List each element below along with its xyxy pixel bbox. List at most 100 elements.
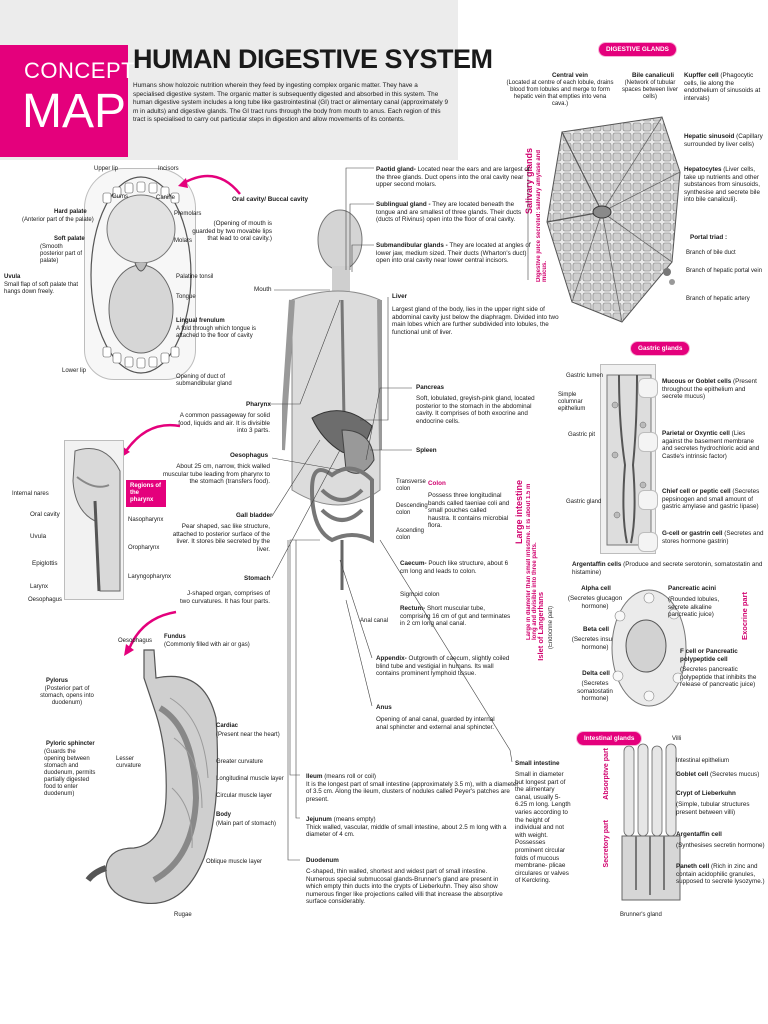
pharynx-label-oesophagus: Oesophagus [28, 597, 63, 603]
intro-paragraph: Humans show holozoic nutrition wherein t… [133, 82, 449, 124]
oral-cavity-desc: (Opening of mouth is guarded by two mova… [192, 220, 272, 243]
anal-canal-label: Anal canal [360, 618, 389, 624]
chief-cell-text: Chief cell or peptic cell (Secretes peps… [662, 488, 760, 511]
pharynx-label-oral-cavity: Oral cavity [30, 511, 60, 518]
concept-label: CONCEPT [24, 58, 136, 83]
paneth-cell-text: Paneth cell (Rich in zinc and contain ac… [676, 863, 765, 886]
hard-palate-label: Hard palate [54, 209, 87, 215]
lesser-curvature-label: Lesser curvature [116, 756, 142, 769]
g-cell-text: G-cell or gastrin cell (Secretes and sto… [662, 530, 764, 545]
pharynx-title: Pharynx [246, 401, 271, 408]
gums-label: Gums [112, 194, 129, 200]
intestinal-glands-pill: Intestinal glands [576, 731, 643, 746]
gastric-glands-pill: Gastric glands [630, 341, 691, 356]
palatine-tonsil-label: Palatine tonsil [176, 274, 214, 280]
duodenum-desc: C-shaped, thin walled, shortest and wide… [306, 868, 503, 906]
tongue-label: Tongue [176, 294, 196, 300]
gastric-gland-label: Gastric gland [566, 499, 602, 505]
colon-part-ascending: Ascending colon [396, 528, 425, 541]
small-intestine-title: Small intestine [515, 760, 560, 767]
stomach-arrow [124, 610, 177, 656]
portal-vein-label: Branch of hepatic portal vein [686, 268, 763, 274]
pharynx-desc: A common passageway for solid food, liqu… [178, 412, 270, 435]
stomach-desc: J-shaped organ, comprises of two curvatu… [180, 590, 270, 605]
lower-lip-label: Lower lip [62, 368, 87, 374]
hepatic-artery-label: Branch of hepatic artery [686, 296, 750, 302]
pharynx-label-larynx: Larynx [30, 584, 49, 590]
f-cell-title: F cell or Pancreatic polypeptide cell [680, 648, 738, 663]
fundus-desc: (Commonly filled with air or gas) [164, 642, 250, 648]
colon-part-descending: Descending colon [396, 503, 428, 516]
pharynx-regions-box: Regions of the pharynx [126, 480, 166, 507]
concept-map-badge [0, 45, 128, 157]
oblique-layer-label: Oblique muscle layer [206, 859, 263, 865]
colon-desc: Possess three longitudinal bands called … [428, 492, 510, 530]
hard-palate-desc: (Anterior part of the palate) [22, 217, 94, 223]
mouth-label: Mouth [254, 286, 272, 293]
lingual-frenulum-desc: A fold through which tongue is attached … [176, 326, 257, 339]
central-vein-desc: (Located at centre of each lobule, drain… [506, 80, 614, 107]
anus-title: Anus [376, 704, 392, 711]
digestive-glands-pill: DIGESTIVE GLANDS [598, 42, 677, 57]
crypt-lieberkuhn-desc: (Simple, tubular structures present betw… [676, 801, 750, 816]
pancreas-desc: Soft, lobulated, greyish-pink gland, loc… [416, 395, 535, 425]
pancreatic-tissue-illustration [610, 586, 688, 710]
argentaffin-cell-desc: (Synthesises secretin hormone) [676, 842, 765, 849]
brunners-gland-label: Brunner's gland [620, 912, 662, 918]
oral-arrow [178, 174, 241, 195]
portal-triad-label: Portal triad : [690, 234, 728, 241]
crypt-lieberkuhn-title: Crypt of Lieberkuhn [676, 790, 736, 797]
chief-cell-image [638, 490, 658, 510]
villi-label: Villi [672, 736, 682, 742]
liver-desc: Largest gland of the body, lies in the u… [392, 306, 559, 336]
uvula-desc: Small flap of soft palate that hangs dow… [4, 282, 79, 295]
body-desc: (Main part of stomach) [216, 821, 277, 827]
pharynx-illustration [64, 440, 124, 600]
mucous-cell-text: Mucous or Goblet cells (Present througho… [662, 378, 757, 401]
delta-cell-desc: (Secretes somatostatin hormone) [577, 680, 613, 703]
colon-part-transverse: Transverse colon [396, 479, 426, 492]
f-cell-desc: (Secretes pancreatic polypeptide that in… [680, 666, 757, 689]
bile-canaliculi-label: Bile canaliculi [632, 72, 674, 79]
intestinal-villi-illustration [620, 740, 682, 910]
canine-label: Canine [156, 195, 176, 201]
beta-cell-desc: (Secretes insulin hormone) [571, 636, 619, 651]
greater-curvature-label: Greater curvature [216, 759, 264, 765]
submandibular-gland-text: Submandibular glands - They are located … [376, 242, 531, 265]
cardiac-label: Cardiac [216, 723, 239, 729]
cardiac-desc: (Present near the heart) [216, 732, 280, 738]
parotid-gland-text: Paotid gland- Located near the ears and … [376, 166, 530, 189]
goblet-cell-text: Goblet cell (Secretes mucus) [676, 771, 760, 778]
pancreatic-acini-desc: (Rounded lobules, secrete alkaline pancr… [668, 596, 720, 619]
opening-duct-label: Opening of duct of submandibular gland [176, 374, 232, 387]
argentaffin-cells-text: Argentaffin cells (Produce and secrete s… [572, 561, 763, 576]
pylorus-desc: (Posterior part of stomach, opens into d… [40, 686, 94, 706]
region-nasopharynx: Nasopharynx [128, 517, 164, 523]
oesophagus-desc: About 25 cm, narrow, thick walled muscul… [162, 463, 270, 486]
lingual-frenulum-label: Lingual frenulum [176, 318, 225, 324]
longitudinal-layer-label: Longitudinal muscle layer [216, 776, 284, 782]
stomach-illustration [84, 648, 224, 918]
intestinal-epithelium-label: Intestinal epithelium [676, 758, 730, 764]
region-oropharynx: Oropharynx [128, 545, 160, 551]
region-laryngopharynx: Laryngopharynx [128, 574, 172, 580]
bile-duct-label: Branch of bile duct [686, 250, 736, 256]
jejunum-text: Jejunum (means empty)Thick walled, vascu… [306, 816, 507, 839]
argentaffin-cell-title: Argentaffin cell [676, 831, 722, 838]
alpha-cell-desc: (Secretes glucagon hormone) [567, 595, 623, 610]
pylorus-label: Pylorus [46, 678, 69, 684]
upper-lip-label: Upper lip [94, 166, 119, 172]
soft-palate-desc: (Smooth posterior part of palate) [40, 244, 83, 264]
oral-cavity-title: Oral cavity/ Buccal cavity [232, 196, 308, 203]
pharynx-label-internal-nares: Internal nares [12, 491, 49, 497]
central-vein-label: Central vein [551, 72, 589, 79]
caecum-text: Caecum- Pouch like structure, about 6 cm… [400, 560, 509, 575]
liver-title: Liver [392, 293, 408, 300]
pharynx-label-uvula: Uvula [30, 533, 47, 540]
sublingual-gland-text: Sublingual gland - They are located bene… [376, 201, 522, 224]
simple-columnar-label: Simple columnar epithelium [558, 392, 586, 412]
gastric-pit-label: Gastric pit [568, 432, 596, 438]
colon-title: Colon [428, 480, 446, 487]
kupffer-cell-text: Kupffer cell (Phagocytic cells, lie alon… [684, 72, 761, 102]
